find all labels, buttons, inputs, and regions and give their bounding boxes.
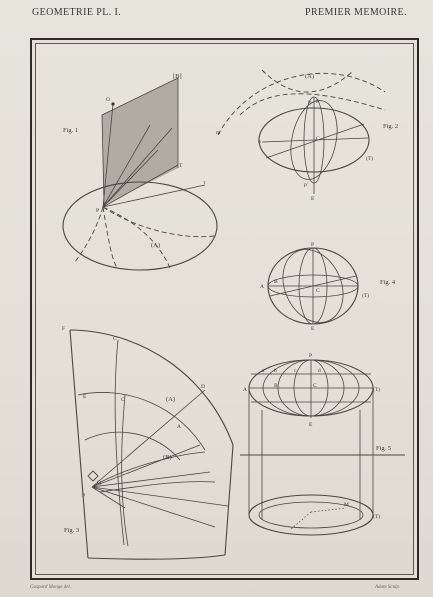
fig3-tag-a: (A)	[166, 396, 175, 403]
fig3-tag-b: (B)	[163, 454, 172, 461]
memoir-title: PREMIER MEMOIRE.	[305, 7, 407, 18]
figure-2: (A) Fig. 2 (T) m n p P C E p'	[216, 69, 398, 202]
fig5-pt-b2: b	[274, 368, 277, 374]
fig5-label: Fig. 5	[376, 445, 391, 452]
fig4-label: Fig. 4	[380, 279, 396, 286]
fig3-pt-d: D	[201, 384, 205, 390]
fig5-bottom-ellipse	[248, 494, 374, 536]
fig5-pt-a: A	[243, 387, 247, 393]
ellipsoid-outline	[62, 181, 218, 271]
fig4-pt-b: B	[274, 279, 278, 285]
fig4-pt-e: E	[311, 326, 315, 332]
fig3-pt-q: Q	[97, 480, 101, 486]
fig4-pt-p: P	[311, 242, 314, 248]
fig4-pt-c: C	[316, 288, 320, 294]
fig2-label: Fig. 2	[383, 123, 398, 130]
fig2-pt-e: E	[311, 196, 315, 202]
fig1-pt-t: T	[179, 163, 183, 169]
fig2-pt-n: n	[258, 139, 261, 145]
fig1-label: Fig. 1	[63, 127, 78, 134]
fig5-pt-c2: c	[294, 368, 297, 374]
fig1-pt-o: O	[106, 97, 110, 103]
fig3-pt-c: C	[121, 397, 125, 403]
figure-1: Fig. 1 [B] (A) O P T t	[62, 73, 218, 271]
plate-title: GEOMETRIE PL. I.	[32, 7, 122, 18]
fig2-pt-pp: P	[316, 99, 319, 105]
fig1-pt-p: P	[96, 208, 99, 214]
fig2-pt-p2: p'	[304, 182, 308, 188]
credit-draughtsman: Gaspard Monge del.	[30, 585, 72, 590]
fig5-pt-c: C	[313, 383, 317, 389]
fig5-tag-bottom: (T)	[373, 513, 380, 520]
fig3-pt-p: P	[82, 493, 85, 499]
fig3-pt-f: F	[62, 326, 65, 332]
fig3-outer-arc	[69, 329, 234, 446]
figure-3: (A) (B) Fig. 3 F C' C E D A P Q	[62, 326, 234, 560]
figure-5: Fig. 5 (T) (T) P A B C E M a b c d	[240, 353, 405, 536]
fig1-pt-t2: t	[204, 180, 206, 186]
fig3-pt-e: E	[83, 394, 87, 400]
credit-engraver: Adam Sculp.	[375, 585, 401, 590]
fig5-pt-a2: a	[262, 368, 265, 374]
fig3-pt-a: A	[177, 424, 181, 430]
fig2-tag-t: (T)	[366, 155, 373, 162]
fig1-tag-b: [B]	[173, 73, 182, 80]
fig2-tag-a: (A)	[305, 73, 314, 80]
fig1-tag-a: (A)	[151, 242, 160, 249]
plate-frame	[30, 38, 419, 580]
fig5-pt-d2: d	[318, 368, 321, 374]
fig2-pt-c: C	[316, 136, 320, 142]
fig4-pt-a: A	[260, 284, 264, 290]
fig2-pt-p: p	[308, 99, 311, 105]
fig3-pt-c1: C'	[113, 336, 118, 342]
fig5-pt-b: B	[274, 383, 278, 389]
fig2-pt-m: m	[216, 130, 221, 136]
tangent-plane	[102, 78, 178, 205]
fig5-tag-top: (T)	[373, 386, 380, 393]
fig4-tag-t: (T)	[362, 292, 369, 299]
fig3-label: Fig. 3	[64, 527, 79, 534]
fig5-pt-m: M	[344, 502, 349, 508]
fig5-pt-p: P	[309, 353, 312, 359]
fig5-pt-e: E	[309, 422, 313, 428]
figure-4: Fig. 4 (T) P A B C E	[260, 242, 396, 332]
